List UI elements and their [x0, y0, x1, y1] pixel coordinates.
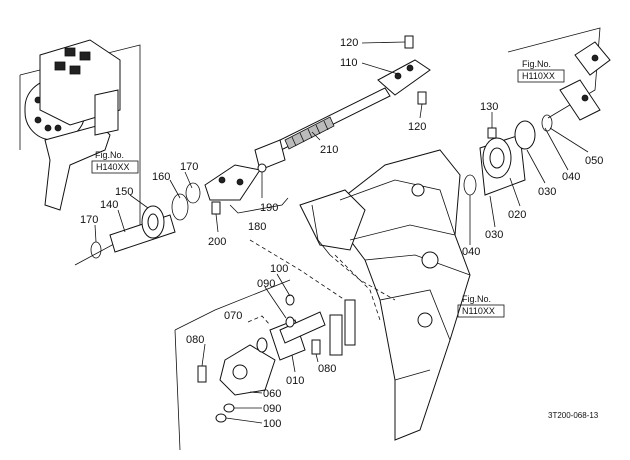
fig-ref-h140-prefix: Fig.No.: [95, 150, 124, 160]
fig-ref-n110-code: N110XX: [462, 306, 495, 316]
callout-210: 210: [320, 144, 338, 156]
callout-110: 110: [340, 57, 358, 69]
callout-120-lower: 120: [408, 121, 426, 133]
fig-ref-h110-prefix: Fig.No.: [522, 59, 551, 69]
steering-unit-group: [19, 39, 141, 266]
callout-200: 200: [208, 236, 226, 248]
frame-structure: [249, 149, 471, 441]
callout-160: 160: [152, 171, 170, 183]
steering-shaft: [254, 87, 391, 171]
callout-030-lower: 030: [485, 229, 503, 241]
drawing-code: 3T200-068-13: [548, 411, 599, 420]
callout-030-upper: 030: [538, 186, 556, 198]
fig-ref-h110-code: H110XX: [522, 71, 555, 81]
callout-090-upper: 090: [257, 278, 275, 290]
fig-ref-h110: Fig.No. H110XX: [517, 59, 565, 83]
callout-100-lower: 100: [263, 418, 281, 430]
callout-100-upper: 100: [270, 263, 288, 275]
input-shaft-group: [90, 182, 201, 259]
callout-060: 060: [263, 388, 281, 400]
leader-lines: [94, 41, 589, 424]
right-bearing-group: [463, 27, 611, 196]
callout-190: 190: [260, 202, 278, 214]
callout-170-lower: 170: [80, 214, 98, 226]
fig-ref-n110: Fig.No. N110XX: [457, 294, 505, 318]
callout-040-lower: 040: [462, 246, 480, 258]
callout-050: 050: [585, 155, 603, 167]
steering-arm-group: [174, 279, 326, 451]
callout-150: 150: [115, 186, 133, 198]
callout-170-upper: 170: [180, 161, 198, 173]
callout-070: 070: [224, 310, 242, 322]
callout-010: 010: [286, 375, 304, 387]
callout-labels: 120 110 120 130 210 170 160 150 140 170 …: [80, 37, 603, 430]
fig-ref-h140: Fig.No. H140XX: [91, 150, 139, 174]
callout-130: 130: [480, 101, 498, 113]
fig-ref-h140-code: H140XX: [96, 162, 130, 172]
callout-040-upper: 040: [562, 171, 580, 183]
callout-120-top: 120: [340, 37, 358, 49]
callout-080-right: 080: [318, 363, 336, 375]
callout-140: 140: [100, 199, 118, 211]
callout-080-left: 080: [186, 334, 204, 346]
callout-180: 180: [248, 221, 266, 233]
callout-020: 020: [508, 209, 526, 221]
fig-ref-n110-prefix: Fig.No.: [462, 294, 491, 304]
callout-090-lower: 090: [263, 403, 281, 415]
